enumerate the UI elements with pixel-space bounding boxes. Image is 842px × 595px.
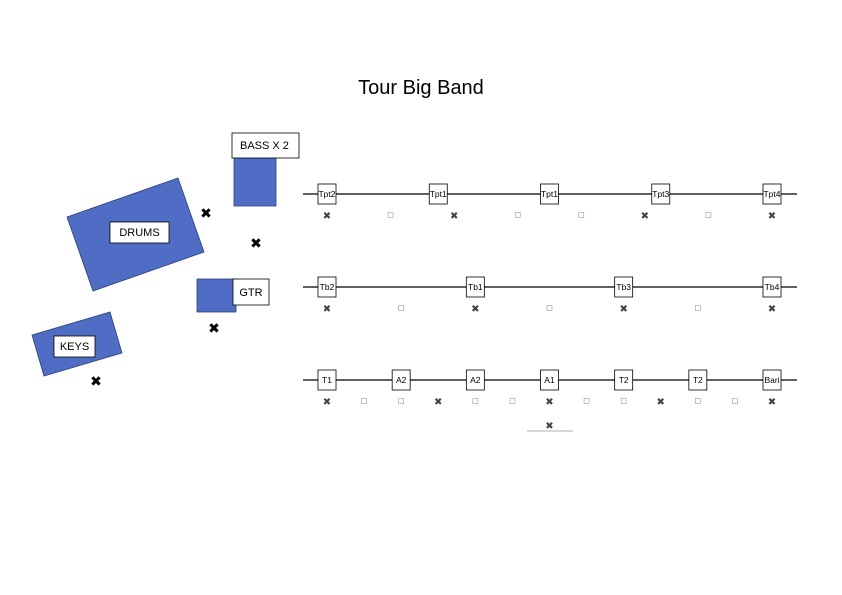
player-label: Tb4 (765, 282, 780, 292)
player-chair: Tb2 (317, 276, 337, 298)
player-chair: Tb4 (762, 276, 782, 298)
chair-box (428, 183, 448, 205)
mic-mark: ✖ (641, 211, 649, 222)
bass-label: BASS X 2 (240, 140, 289, 152)
row-saxes: T1 A2 A2 A1 T2 T2 Bari ✖ ✖ ✖ ✖ ✖ (303, 369, 797, 408)
chair-box (688, 369, 708, 391)
chair-box (317, 369, 337, 391)
chair-box (762, 183, 782, 205)
horn-section: Tpt2 Tpt1 Tpt1 Tpt3 Tpt4 ✖ ✖ ✖ ✖ Tb2 Tb1 Tb3 Tb4 ✖ ✖ ✖ ✖… (303, 183, 797, 408)
mic-empty-box (472, 398, 479, 404)
player-chair: T2 (688, 369, 708, 391)
chair-box (762, 369, 782, 391)
player-chair: T2 (614, 369, 634, 391)
chair-box (540, 369, 559, 391)
mic-mark: ✖ (323, 397, 331, 408)
mic-empty-box (509, 398, 516, 404)
player-label: T2 (693, 375, 703, 385)
player-label: Tb1 (468, 282, 483, 292)
player-chair: Tpt1 (540, 183, 559, 205)
keys-monitor-mark: ✖ (90, 374, 102, 390)
bass-amp: BASS X 2 (231, 132, 300, 207)
chair-box (391, 369, 411, 391)
mic-mark: ✖ (471, 304, 479, 315)
extra-mic-mark: ✖ (545, 421, 553, 432)
player-label: Bari (764, 375, 779, 385)
extra-mic: ✖ (527, 421, 573, 432)
mic-empty-box (705, 212, 712, 218)
chair-box (317, 276, 337, 298)
mic-mark: ✖ (768, 397, 776, 408)
guitar-amp: GTR (196, 278, 270, 313)
chair-box (651, 183, 671, 205)
chair-box (614, 369, 634, 391)
drums-label: DRUMS (119, 227, 159, 239)
mic-mark: ✖ (323, 304, 331, 315)
player-chair: Bari (762, 369, 782, 391)
mic-mark: ✖ (768, 304, 776, 315)
mic-mark: ✖ (545, 397, 553, 408)
player-chair: A2 (465, 369, 485, 391)
player-label: Tpt1 (430, 189, 447, 199)
chair-box (614, 276, 634, 298)
player-chair: Tpt1 (428, 183, 448, 205)
mic-empty-box (583, 398, 590, 404)
player-label: Tb2 (320, 282, 335, 292)
keys-riser: KEYS (31, 311, 123, 377)
chair-box (465, 369, 485, 391)
chair-box (317, 183, 337, 205)
mic-empty-box (387, 212, 394, 218)
player-label: Tpt1 (541, 189, 558, 199)
player-chair: T1 (317, 369, 337, 391)
bass-monitor-mark: ✖ (250, 236, 262, 252)
player-chair: A1 (540, 369, 559, 391)
player-chair: Tb3 (614, 276, 634, 298)
player-chair: A2 (391, 369, 411, 391)
mic-mark: ✖ (768, 211, 776, 222)
row-trumpets: Tpt2 Tpt1 Tpt1 Tpt3 Tpt4 ✖ ✖ ✖ ✖ (303, 183, 797, 222)
mic-mark: ✖ (619, 304, 627, 315)
player-label: Tpt3 (652, 189, 669, 199)
player-label: A1 (544, 375, 555, 385)
chair-box (465, 276, 485, 298)
mic-empty-box (732, 398, 738, 404)
player-chair: Tpt3 (651, 183, 671, 205)
guitar-label: GTR (239, 287, 262, 299)
player-chair: Tpt4 (762, 183, 782, 205)
mic-mark: ✖ (323, 211, 331, 222)
page-title: Tour Big Band (358, 77, 484, 99)
mic-empty-box (398, 398, 404, 404)
chair-box (540, 183, 559, 205)
player-label: T2 (619, 375, 629, 385)
player-label: A2 (470, 375, 481, 385)
mic-empty-box (620, 398, 627, 404)
player-label: Tpt2 (318, 189, 335, 199)
player-label: T1 (322, 375, 332, 385)
mic-mark: ✖ (450, 211, 458, 222)
player-chair: Tb1 (465, 276, 485, 298)
keys-label: KEYS (60, 341, 89, 353)
mic-mark: ✖ (434, 397, 442, 408)
mic-empty-box (361, 398, 367, 404)
player-label: A2 (396, 375, 407, 385)
mic-empty-box (398, 305, 404, 311)
drums-monitor-mark: ✖ (200, 206, 212, 222)
mic-empty-box (514, 212, 521, 218)
chair-box (762, 276, 782, 298)
mic-empty-box (546, 305, 553, 311)
drum-riser: DRUMS (66, 177, 205, 292)
row-trombones: Tb2 Tb1 Tb3 Tb4 ✖ ✖ ✖ ✖ (303, 276, 797, 315)
mic-empty-box (578, 212, 585, 218)
mic-empty-box (695, 398, 701, 404)
mic-empty-box (695, 305, 701, 311)
player-label: Tpt4 (763, 189, 780, 199)
player-chair: Tpt2 (317, 183, 337, 205)
player-label: Tb3 (616, 282, 631, 292)
guitar-monitor-mark: ✖ (208, 321, 220, 337)
mic-mark: ✖ (657, 397, 665, 408)
